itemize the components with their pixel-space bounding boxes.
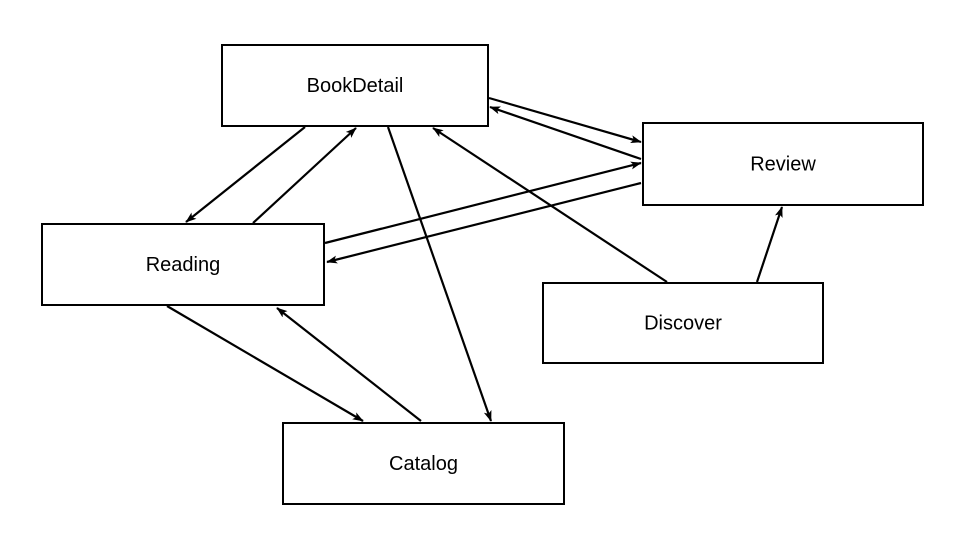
edge-catalog-to-reading[interactable] [276, 307, 422, 422]
node-bookdetail[interactable]: BookDetail [221, 44, 489, 127]
edge-discover-to-review[interactable] [755, 206, 784, 283]
node-box-catalog[interactable] [282, 422, 565, 505]
edge-reading-to-catalog[interactable] [166, 305, 364, 422]
node-catalog[interactable]: Catalog [282, 422, 565, 505]
edges-layer [166, 96, 784, 422]
node-box-bookdetail[interactable] [221, 44, 489, 127]
edge-review-to-reading[interactable] [326, 181, 642, 264]
edge-reading-to-bookdetail[interactable] [252, 127, 357, 224]
node-label-bookdetail: BookDetail [307, 75, 404, 97]
node-label-reading: Reading [146, 254, 221, 276]
node-box-review[interactable] [642, 122, 924, 206]
node-review[interactable]: Review [642, 122, 924, 206]
node-label-discover: Discover [644, 312, 722, 334]
edge-bookdetail-to-catalog[interactable] [386, 126, 493, 422]
node-label-review: Review [750, 153, 816, 175]
node-discover[interactable]: Discover [542, 282, 824, 364]
edge-reading-to-review[interactable] [324, 161, 642, 245]
node-box-reading[interactable] [41, 223, 325, 306]
node-box-discover[interactable] [542, 282, 824, 364]
node-reading[interactable]: Reading [41, 223, 325, 306]
node-label-catalog: Catalog [389, 453, 458, 475]
edge-bookdetail-to-reading[interactable] [185, 126, 306, 223]
edge-review-to-bookdetail[interactable] [489, 105, 642, 161]
edge-bookdetail-to-review[interactable] [488, 96, 642, 144]
edge-discover-to-bookdetail[interactable] [432, 127, 668, 283]
